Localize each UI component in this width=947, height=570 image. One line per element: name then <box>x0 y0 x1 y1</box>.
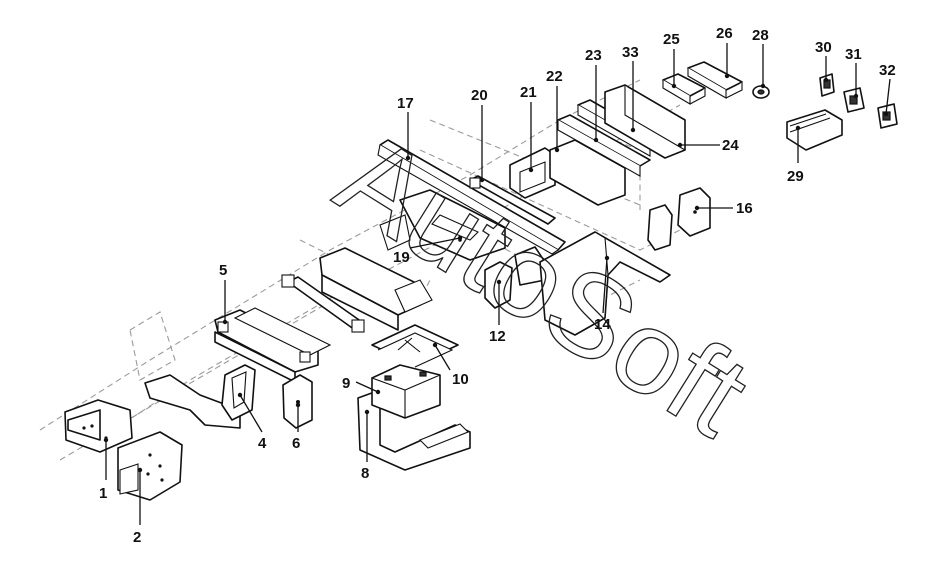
battery <box>371 364 441 419</box>
callout-8: 8 <box>361 465 369 482</box>
callout-16: 16 <box>736 200 753 217</box>
callout-20: 20 <box>471 87 488 104</box>
plate-26 <box>687 61 743 99</box>
callout-26: 26 <box>716 25 733 42</box>
wood-sill-24 <box>604 84 686 159</box>
block-30 <box>819 73 835 97</box>
callout-12: 12 <box>489 328 506 345</box>
callout-28: 28 <box>752 27 769 44</box>
callout-29: 29 <box>787 168 804 185</box>
secondary-rail <box>469 175 556 225</box>
block-32 <box>877 103 898 129</box>
leader-dots <box>103 73 889 473</box>
callout-1: 1 <box>99 485 107 502</box>
rail-bracket-21 <box>509 147 556 199</box>
rubber-pad <box>786 109 843 151</box>
callout-31: 31 <box>845 46 862 63</box>
callout-10: 10 <box>452 371 469 388</box>
callout-23: 23 <box>585 47 602 64</box>
callout-6: 6 <box>292 435 300 452</box>
lower-support-arm <box>144 374 241 429</box>
front-bumper-bracket <box>64 399 133 453</box>
callout-9: 9 <box>342 375 350 392</box>
rear-mount-bracket-small <box>647 204 673 251</box>
callout-5: 5 <box>219 262 227 279</box>
mid-crossmember <box>319 247 433 331</box>
callout-30: 30 <box>815 39 832 56</box>
callout-14: 14 <box>594 316 611 333</box>
wood-sill-23 <box>557 114 651 177</box>
callout-21: 21 <box>520 84 537 101</box>
rear-crossmember-assembly <box>379 189 506 261</box>
front-crossmember <box>214 307 332 383</box>
callout-4: 4 <box>258 435 267 452</box>
nut <box>752 85 770 99</box>
front-gusset-plate <box>117 431 183 501</box>
callout-32: 32 <box>879 62 896 79</box>
callout-labels: 1 2 4 5 6 8 9 10 12 14 16 17 19 20 21 22… <box>99 25 896 546</box>
tubular-crossmember <box>281 274 365 333</box>
leader-lines <box>105 43 891 525</box>
battery-mounting-bracket <box>357 389 471 471</box>
block-31 <box>843 87 865 113</box>
rear-mount-bracket-large <box>677 187 711 237</box>
callout-2: 2 <box>133 529 141 546</box>
callout-25: 25 <box>663 31 680 48</box>
callout-33: 33 <box>622 44 639 61</box>
callout-19: 19 <box>393 249 410 266</box>
battery-cover-plate <box>371 324 459 368</box>
callout-24: 24 <box>722 137 739 154</box>
callout-22: 22 <box>546 68 563 85</box>
engine-mount-bracket-right <box>282 374 313 429</box>
long-angle-rail <box>377 139 566 255</box>
callout-17: 17 <box>397 95 414 112</box>
